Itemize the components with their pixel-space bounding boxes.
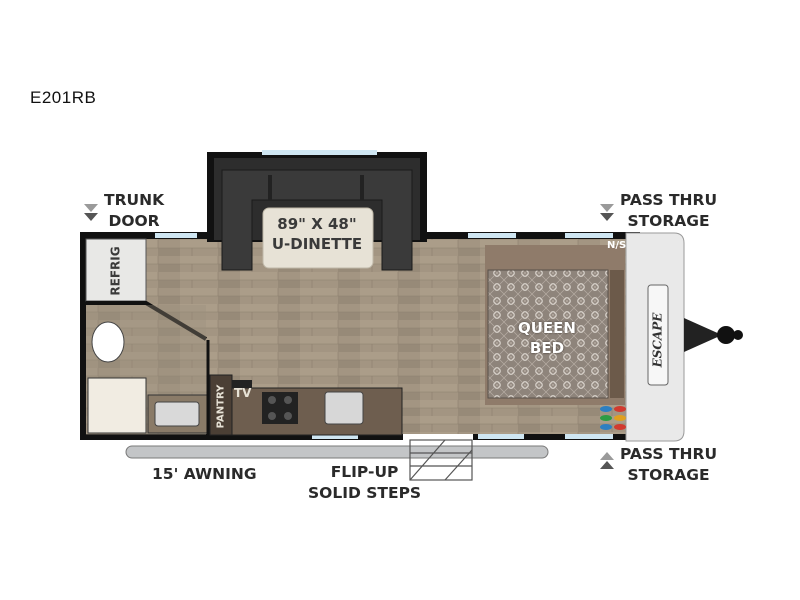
- window: [312, 434, 358, 439]
- tv-label: TV: [234, 386, 252, 400]
- dinette-table: [262, 207, 374, 269]
- toilet: [91, 321, 125, 363]
- queen-bed: [487, 269, 609, 399]
- trunk-door-line1: TRUNK: [104, 191, 165, 209]
- bedside-items: [600, 406, 626, 430]
- bath-sink: [154, 401, 200, 427]
- trunk-door-line2: DOOR: [108, 212, 160, 230]
- pass-thru-top-label: PASS THRU STORAGE: [620, 190, 717, 232]
- steps-line1: FLIP-UP: [330, 463, 399, 481]
- bed-line2: BED: [529, 339, 565, 357]
- bathroom-wall: [86, 301, 208, 341]
- ns-label: N/S: [607, 240, 627, 251]
- pass-thru-bottom-label: PASS THRU STORAGE: [620, 444, 717, 486]
- entry-door: [403, 434, 473, 440]
- awning-label: 15' AWNING: [152, 465, 257, 483]
- brand-text: ESCAPE: [650, 312, 664, 368]
- brand-logo: ESCAPE: [640, 313, 674, 368]
- pass-thru-top-arrow: [600, 204, 614, 221]
- window: [468, 233, 516, 238]
- refrig-text: REFRIG: [108, 246, 123, 296]
- dinette-type: U-DINETTE: [271, 235, 363, 253]
- hitch: [684, 318, 722, 352]
- pantry-text: PANTRY: [215, 384, 227, 428]
- pass-thru-top-line2: STORAGE: [627, 212, 710, 230]
- bed-line1: QUEEN: [518, 319, 576, 337]
- shower: [87, 377, 147, 434]
- awning: [125, 445, 549, 459]
- dinette-size: 89" X 48": [277, 215, 357, 233]
- tv: [232, 380, 252, 388]
- kitchen-sink: [324, 391, 364, 425]
- steps-line2: SOLID STEPS: [308, 484, 422, 502]
- window: [155, 233, 197, 238]
- window: [565, 434, 613, 439]
- flip-up-steps: [409, 439, 473, 481]
- stove: [262, 392, 298, 424]
- pass-thru-bottom-line1: PASS THRU: [620, 445, 718, 463]
- window: [565, 233, 613, 238]
- steps-label: FLIP-UP SOLID STEPS: [308, 462, 421, 504]
- window: [262, 150, 377, 155]
- trunk-door-label: TRUNK DOOR: [104, 190, 164, 232]
- model-name: E201RB: [30, 88, 97, 107]
- refrigerator: [85, 238, 147, 302]
- bed-label: QUEEN BED: [512, 318, 582, 358]
- pass-thru-bottom-arrow: [600, 452, 614, 469]
- kitchen-counter: [231, 387, 403, 436]
- dinette-label: 89" X 48" U-DINETTE: [264, 214, 370, 254]
- refrig-label: REFRIG: [90, 246, 142, 295]
- pass-thru-top-line1: PASS THRU: [620, 191, 718, 209]
- window: [478, 434, 524, 439]
- pass-thru-bottom-line2: STORAGE: [627, 466, 710, 484]
- pantry-label: PANTRY: [208, 384, 234, 428]
- trunk-door-arrow: [84, 204, 98, 221]
